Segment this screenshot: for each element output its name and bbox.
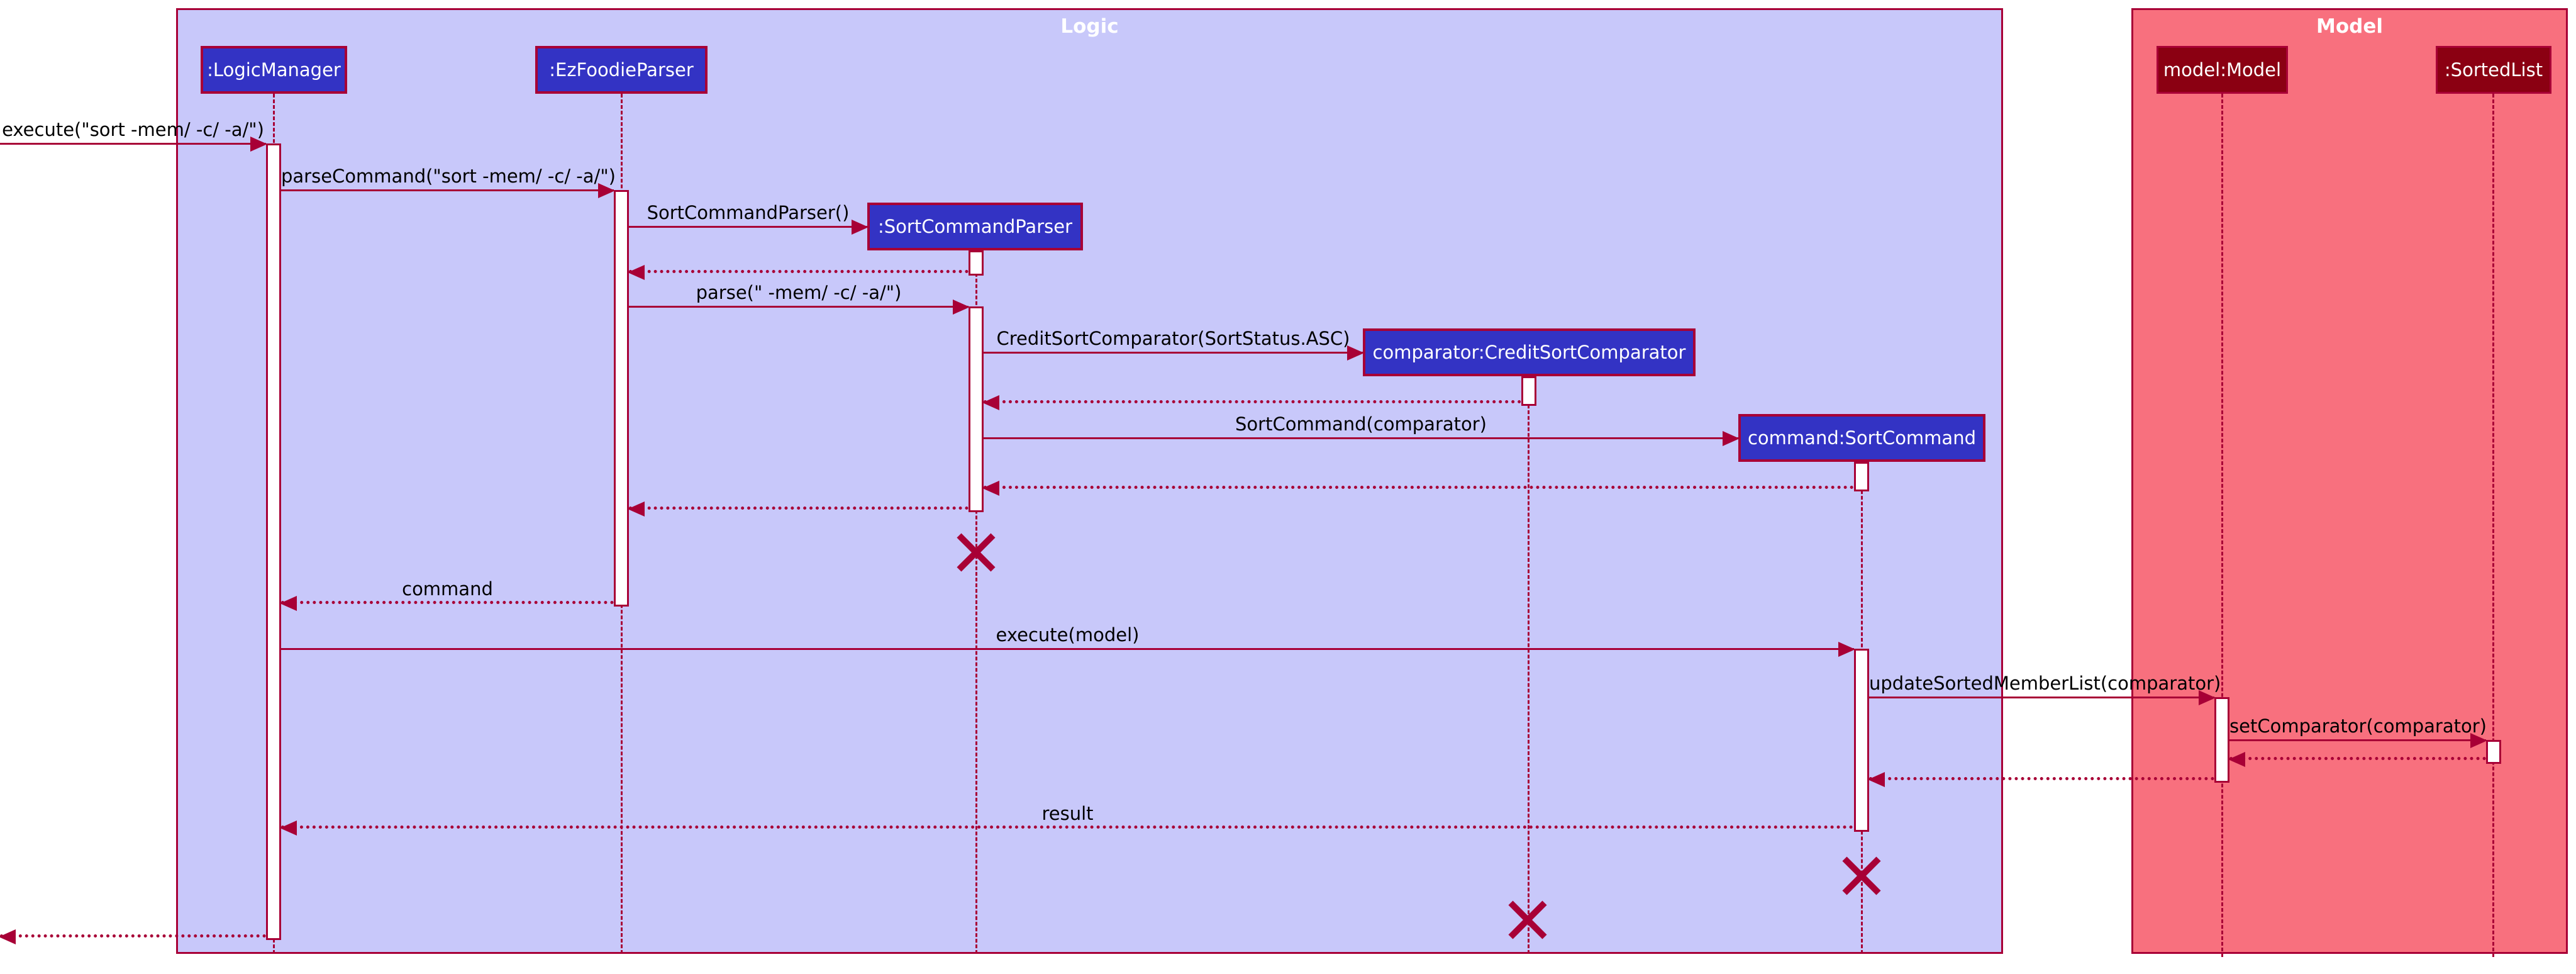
activation-sortcommandparser-create: [969, 250, 984, 276]
participant-creditsortcomparator: comparator:CreditSortComparator: [1363, 328, 1696, 376]
message-create-sortcommand-label: SortCommand(comparator): [1235, 413, 1487, 435]
arrowhead-icon: [1868, 772, 1885, 787]
message-return-external: [0, 915, 266, 944]
message-return-updatesortedmemberlist: [1868, 758, 2214, 787]
arrowhead-icon: [250, 137, 267, 152]
participant-sortedlist: :SortedList: [2436, 46, 2551, 94]
message-execute-model: execute(model): [281, 624, 1855, 657]
message-setcomparator: setComparator(comparator): [2229, 715, 2487, 748]
lifeline-sortedlist: [2492, 94, 2494, 957]
message-return-command: command: [280, 578, 614, 611]
arrowhead-icon: [982, 395, 999, 410]
message-updatesortedmemberlist-label: updateSortedMemberList(comparator): [1869, 673, 2221, 694]
activation-comparator-create: [1521, 376, 1536, 406]
participant-logicmanager: :LogicManager: [201, 46, 347, 94]
message-return-sortcommandparser-created: [628, 250, 969, 280]
arrowhead-icon: [2199, 690, 2216, 705]
lifeline-comparator: [1528, 376, 1530, 954]
activation-ezfoodieparser: [614, 190, 629, 607]
message-execute-sort: execute("sort -mem/ -c/ -a/"): [0, 119, 267, 152]
message-return-sortcommand-created: [982, 466, 1854, 496]
activation-sortedlist: [2486, 740, 2501, 764]
message-return-comparator-created: [982, 381, 1521, 410]
message-return-setcomparator: [2228, 737, 2486, 767]
message-return-result-label: result: [1041, 803, 1094, 824]
activation-command-execute: [1854, 649, 1869, 832]
activation-command-create: [1854, 462, 1869, 491]
message-execute-model-label: execute(model): [996, 624, 1140, 646]
participant-model: model:Model: [2157, 46, 2288, 94]
arrowhead-icon: [852, 220, 869, 235]
arrowhead-icon: [982, 481, 999, 496]
message-create-sortcommand: SortCommand(comparator): [984, 413, 1740, 446]
message-parsecommand: parseCommand("sort -mem/ -c/ -a/"): [281, 165, 616, 198]
message-updatesortedmemberlist: updateSortedMemberList(comparator): [1869, 673, 2221, 705]
activation-logicmanager: [266, 143, 281, 940]
arrowhead-icon: [628, 501, 645, 517]
frame-logic-title: Logic: [1060, 15, 1119, 38]
participant-ezfoodieparser: :EzFoodieParser: [535, 46, 708, 94]
frame-model: Model: [2131, 8, 2568, 954]
arrowhead-icon: [2228, 752, 2245, 767]
message-create-sortcommandparser: SortCommandParser(): [629, 202, 869, 235]
arrowhead-icon: [628, 265, 645, 280]
destroy-icon-comparator: [1507, 899, 1548, 941]
arrowhead-icon: [280, 596, 297, 611]
arrowhead-icon: [280, 820, 297, 836]
message-parsecommand-label: parseCommand("sort -mem/ -c/ -a/"): [281, 165, 616, 187]
participant-sortcommand: command:SortCommand: [1738, 414, 1985, 462]
message-return-parse: [628, 487, 969, 517]
message-return-command-label: command: [402, 578, 493, 600]
lifeline-sortcommandparser: [975, 250, 977, 954]
message-setcomparator-label: setComparator(comparator): [2229, 715, 2487, 737]
arrowhead-icon: [1347, 345, 1364, 361]
frame-logic: Logic: [176, 8, 2003, 954]
message-parse: parse(" -mem/ -c/ -a/"): [629, 282, 970, 315]
message-create-comparator: CreditSortComparator(SortStatus.ASC): [984, 328, 1364, 361]
participant-sortcommandparser: :SortCommandParser: [867, 203, 1083, 250]
activation-sortcommandparser-parse: [969, 306, 984, 512]
frame-model-title: Model: [2316, 15, 2383, 38]
arrowhead-icon: [0, 929, 16, 944]
activation-model: [2214, 697, 2229, 783]
message-return-result: result: [280, 803, 1854, 836]
message-create-sortcommandparser-label: SortCommandParser(): [647, 202, 850, 223]
arrowhead-icon: [598, 183, 615, 198]
arrowhead-icon: [1723, 431, 1740, 446]
destroy-icon-sortcommand: [1841, 855, 1882, 897]
destroy-icon-sortcommandparser: [955, 532, 997, 573]
arrowhead-icon: [953, 299, 970, 315]
lifeline-model: [2221, 94, 2223, 957]
arrowhead-icon: [1838, 642, 1855, 657]
message-parse-label: parse(" -mem/ -c/ -a/"): [696, 282, 902, 303]
arrowhead-icon: [2470, 733, 2487, 748]
message-execute-sort-label: execute("sort -mem/ -c/ -a/"): [2, 119, 264, 140]
message-create-comparator-label: CreditSortComparator(SortStatus.ASC): [996, 328, 1350, 349]
